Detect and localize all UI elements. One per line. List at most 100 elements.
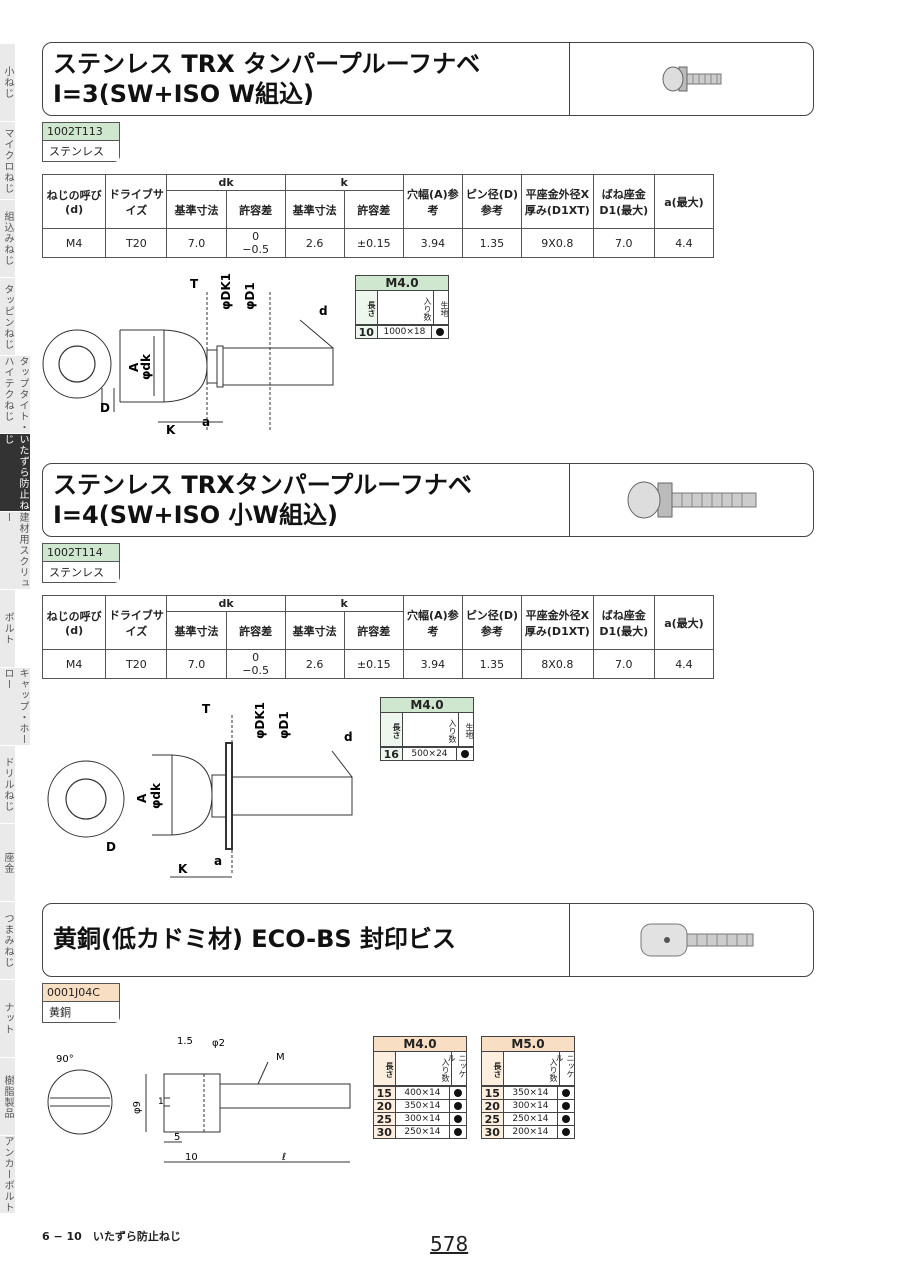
cell-drive: T20: [105, 228, 168, 258]
cell-drive: T20: [105, 649, 168, 679]
cell-dk-std: 7.0: [166, 649, 227, 679]
side-tab[interactable]: 組込みねじ: [0, 200, 15, 278]
qty-col-header: ニッケル: [447, 1054, 467, 1078]
stock-dot-icon: [558, 1087, 574, 1099]
title-line-2: I=4(SW+ISO 小W組込): [53, 501, 338, 529]
product-1: ステンレス TRX タンパープルーフナベ I=3(SW+ISO W組込) 100…: [41, 42, 814, 258]
dim-A: A: [127, 362, 141, 372]
side-tab[interactable]: タップタイト・ハイテクねじ: [0, 356, 30, 434]
qty-count: 400×14: [396, 1087, 451, 1099]
qty-count: 200×14: [504, 1126, 559, 1138]
qty-length: 25: [482, 1113, 504, 1126]
title-line-2: I=3(SW+ISO W組込): [53, 80, 314, 108]
side-tab[interactable]: マイクロねじ: [0, 122, 15, 200]
title-line-1: ステンレス TRXタンパープルーフナベ: [53, 471, 472, 499]
product-code-box: 0001J04C 黄銅: [42, 983, 120, 1023]
hdr-dk-std: 基準寸法: [166, 611, 227, 650]
dim-D: D: [100, 401, 110, 415]
side-tab[interactable]: 小ねじ: [0, 44, 15, 122]
side-tab[interactable]: キャップ・ホーロー: [0, 668, 30, 746]
hdr-flat-washer: 平座金外径X厚み(D1XT): [520, 174, 594, 229]
dim-1-5: 1.5: [177, 1036, 193, 1047]
dim-d: d: [344, 730, 353, 744]
dim-d: d: [319, 304, 328, 318]
qty-col-header: 長さ: [482, 1052, 504, 1085]
product-title: ステンレス TRXタンパープルーフナベ I=4(SW+ISO 小W組込): [43, 464, 569, 536]
cell-pin: 1.35: [461, 228, 522, 258]
stock-dot-icon: [558, 1100, 574, 1112]
cell-dk-std: 7.0: [166, 228, 227, 258]
side-tab[interactable]: 座金: [0, 824, 15, 902]
screw-photo: [569, 464, 813, 536]
cell-dk-tol: 0−0.5: [225, 649, 286, 679]
qty-length: 30: [374, 1126, 396, 1139]
cell-size: M4: [41, 228, 107, 258]
hdr-k-tol: 許容差: [343, 190, 404, 229]
hdr-hole: 穴幅(A)参考: [402, 595, 463, 650]
hdr-k-tol: 許容差: [343, 611, 404, 650]
qty-count: 1000×18: [378, 326, 433, 338]
cell-spring: 7.0: [592, 649, 655, 679]
dim-T: T: [202, 702, 211, 716]
dimension-drawing-2: T φDK1 φD1 d A φdk D K a: [47, 702, 353, 878]
side-tab[interactable]: 樹脂製品: [0, 1058, 15, 1136]
side-tab[interactable]: タッピンねじ: [0, 278, 15, 356]
qty-length: 30: [482, 1126, 504, 1139]
cell-hole: 3.94: [402, 228, 463, 258]
qty-length: 10: [356, 326, 378, 339]
qty-col-header: 生地: [440, 300, 449, 317]
qty-col-header: ニッケル: [555, 1054, 575, 1078]
qty-count: 300×14: [504, 1100, 559, 1112]
cell-a: 4.4: [653, 649, 715, 679]
cell-k-tol: ±0.15: [343, 649, 404, 679]
qty-count: 250×14: [396, 1126, 451, 1138]
side-tab[interactable]: ナット: [0, 980, 15, 1058]
dim-5: 5: [174, 1132, 180, 1143]
side-tab[interactable]: ドリルねじ: [0, 746, 15, 824]
tol-top: 0: [252, 230, 260, 243]
cell-k-tol: ±0.15: [343, 228, 404, 258]
hdr-a: a(最大): [653, 174, 715, 229]
dim-DK1: φDK1: [219, 273, 233, 310]
dim-10: 10: [185, 1152, 198, 1163]
cell-spring: 7.0: [592, 228, 655, 258]
hdr-k: k: [284, 595, 404, 612]
spec-table: ねじの呼び(d) ドライブサイズ dk k 穴幅(A)参考 ピン径(D)参考 平…: [41, 174, 715, 258]
qty-col-header: 生地: [465, 722, 474, 739]
qty-size: M4.0: [356, 276, 448, 291]
side-tab[interactable]: ボルト: [0, 590, 15, 668]
hdr-size: ねじの呼び(d): [41, 595, 107, 650]
product-code: 1002T113: [43, 123, 119, 141]
cell-k-std: 2.6: [284, 228, 345, 258]
side-tab[interactable]: つまみねじ: [0, 902, 15, 980]
stock-dot-icon: [558, 1113, 574, 1125]
hdr-dk: dk: [166, 595, 286, 612]
dim-dk: φdk: [149, 782, 163, 809]
qty-col-header: 長さ: [381, 713, 403, 746]
hdr-dk-tol: 許容差: [225, 190, 286, 229]
product-material: ステンレス: [43, 141, 119, 161]
cell-flat: 9X0.8: [520, 228, 594, 258]
screw-photo: [569, 904, 813, 976]
page-number: 578: [430, 1232, 469, 1256]
side-tab[interactable]: アンカーボルト: [0, 1136, 15, 1214]
footer-section: 6 − 10 いたずら防止ねじ: [42, 1230, 181, 1243]
product-title: 黄銅(低カドミ材) ECO-BS 封印ビス: [53, 925, 457, 953]
qty-size: M4.0: [381, 698, 473, 713]
side-tab[interactable]: いたずら防止ねじ: [0, 434, 30, 512]
qty-length: 16: [381, 748, 403, 761]
side-index: 小ねじマイクロねじ組込みねじタッピンねじタップタイト・ハイテクねじいたずら防止ね…: [0, 44, 36, 1214]
hdr-hole: 穴幅(A)参考: [402, 174, 463, 229]
hdr-drive: ドライブサイズ: [105, 174, 168, 229]
tol-bottom: −0.5: [242, 243, 269, 256]
product-title-box: 黄銅(低カドミ材) ECO-BS 封印ビス: [42, 903, 814, 977]
product-title-box: ステンレス TRX タンパープルーフナベ I=3(SW+ISO W組込): [42, 42, 814, 116]
side-tab[interactable]: 建材用スクリュー: [0, 512, 30, 590]
